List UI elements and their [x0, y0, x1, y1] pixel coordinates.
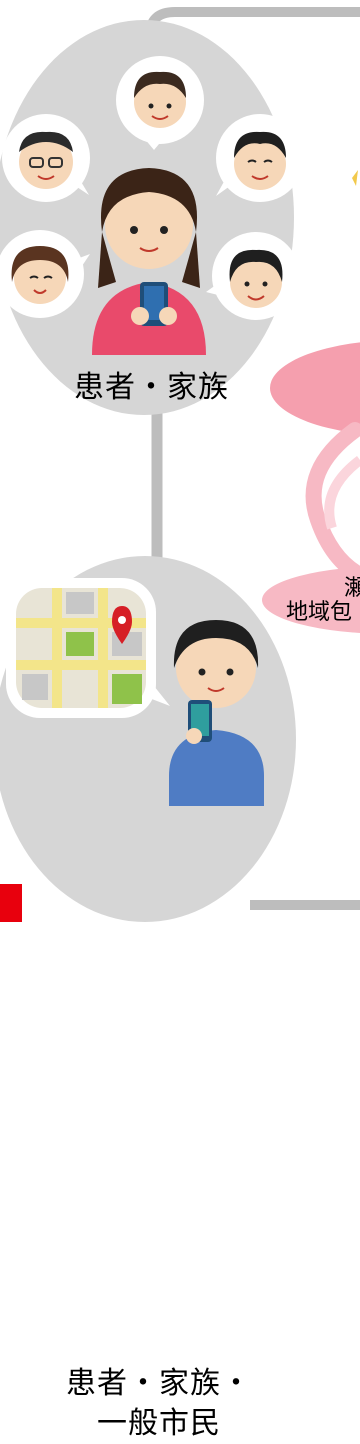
speech-bubble-left — [2, 114, 90, 202]
patient-family-circle: 患者・家族 — [0, 20, 304, 415]
connectors-layer — [145, 7, 360, 910]
patient-family-public-label: 患者・家族・ 一般市民 — [54, 1364, 264, 1444]
map-bubble — [6, 578, 170, 718]
diagram: 患者・家族 — [0, 7, 360, 1441]
label-line-1: 患者・家族・ — [66, 1366, 252, 1401]
speech-bubble-top — [116, 56, 204, 150]
speech-bubble-right-bottom — [206, 232, 300, 320]
label-line-2: 一般市民 — [97, 1406, 221, 1441]
family-illustration — [0, 56, 304, 355]
cutoff-text-line2: 地域包 — [286, 600, 353, 625]
patient-family-label: 患者・家族 — [74, 370, 229, 405]
pink-curved-arrow — [305, 422, 360, 583]
citizen-map-illustration — [6, 578, 264, 806]
cutoff-text-line1: 瀬 — [344, 576, 360, 601]
speech-bubble-left-bottom — [0, 230, 90, 318]
patient-family-public-circle: 患者・家族・ 一般市民 — [0, 556, 296, 1441]
red-marker — [0, 884, 22, 922]
pink-ellipse-upper — [270, 342, 360, 434]
speech-bubble-right-top — [216, 114, 304, 202]
map-pin-icon — [112, 606, 132, 644]
woman-with-smartphone — [92, 168, 206, 355]
spark-icon — [352, 170, 358, 186]
pink-ellipse-lower — [262, 566, 360, 634]
man-with-smartphone — [169, 620, 264, 806]
